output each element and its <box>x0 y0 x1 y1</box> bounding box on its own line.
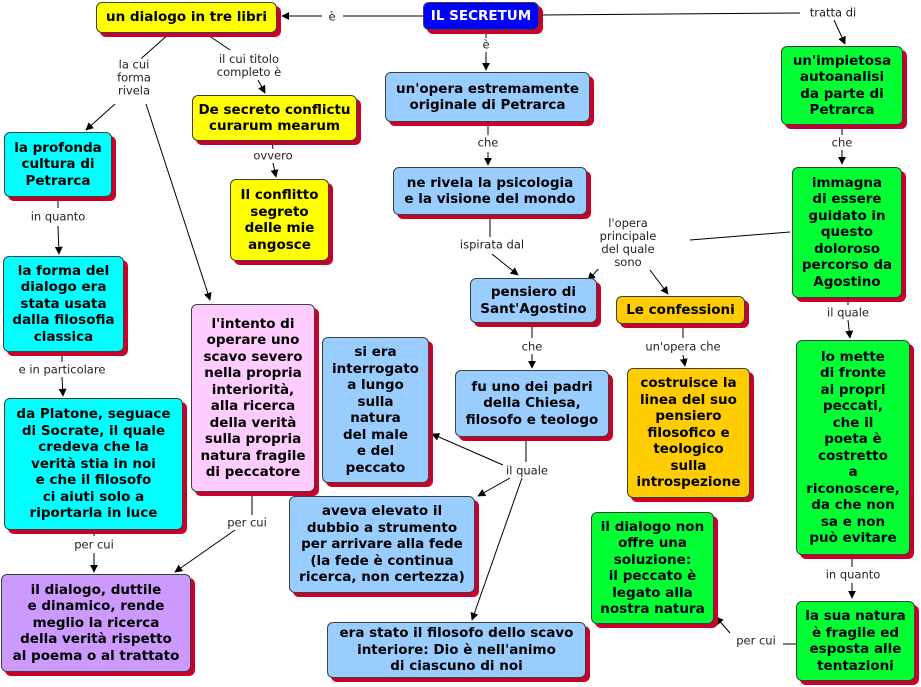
node-padri-chiesa[interactable]: fu uno dei padri della Chiesa, filosofo … <box>455 370 609 437</box>
node-scavo-interiore[interactable]: era stato il filosofo dello scavo interi… <box>327 622 586 678</box>
link-label-ovvero: ovvero <box>251 148 295 163</box>
link-line <box>470 477 523 621</box>
link-label-e: è <box>326 9 338 24</box>
link-label-titolo-completo: il cui titolo completo è <box>214 52 284 79</box>
node-platone[interactable]: da Platone, seguace di Socrate, il quale… <box>4 398 183 530</box>
link-label-in-quanto: in quanto <box>28 209 88 224</box>
link-line <box>431 433 504 466</box>
link-label-un-opera-che: un'opera che <box>643 339 723 354</box>
link-label-in-quanto: in quanto <box>823 567 883 582</box>
node-de-secreto[interactable]: De secreto conflictu curarum mearum <box>192 95 357 141</box>
link-label-e: è <box>480 37 492 52</box>
node-natura-fragile[interactable]: la sua natura è fragile ed esposta alle … <box>796 601 915 681</box>
node-agostino[interactable]: pensiero di Sant'Agostino <box>470 278 597 323</box>
link-line <box>271 140 274 150</box>
link-line <box>174 529 236 573</box>
node-confessioni[interactable]: Le confessioni <box>616 296 745 324</box>
node-il-secretum[interactable]: IL SECRETUM <box>423 2 539 30</box>
node-dubbio[interactable]: aveva elevato il dubbio a strumento per … <box>289 496 475 593</box>
node-introspezione[interactable]: costruisce la linea del suo pensiero fil… <box>627 368 750 498</box>
link-label-ispirata-dal: ispirata dal <box>457 237 527 252</box>
node-mette-fronte[interactable]: lo mette di fronte ai propri peccati, ch… <box>796 340 910 555</box>
link-label-che: che <box>829 135 855 150</box>
link-line <box>58 376 67 397</box>
link-line <box>539 12 801 16</box>
link-line <box>715 616 731 634</box>
node-opera-originale[interactable]: un'opera estremamente originale di Petra… <box>385 72 590 122</box>
link-line <box>257 79 266 94</box>
link-label-che: che <box>475 135 501 150</box>
link-label-per-cui: per cui <box>734 633 778 648</box>
link-label-il-quale: il quale <box>825 305 871 320</box>
link-label-e-in-particolare: e in particolare <box>16 362 108 377</box>
node-forma-dialogo[interactable]: la forma del dialogo era stata usata dal… <box>3 256 124 352</box>
node-psicologia[interactable]: ne rivela la psicologia e la visione del… <box>393 167 587 215</box>
link-line <box>491 253 519 276</box>
link-label-per-cui: per cui <box>225 515 269 530</box>
node-intento-operare[interactable]: l'intento di operare uno scavo severo ne… <box>191 304 315 492</box>
node-interrogato[interactable]: si era interrogato a lungo sulla natura … <box>322 337 429 483</box>
link-line <box>833 19 846 45</box>
link-line <box>85 103 116 131</box>
link-line <box>649 269 669 295</box>
link-line <box>477 477 511 497</box>
link-line <box>204 32 231 51</box>
link-line <box>145 103 212 301</box>
node-dialogo-non-offre[interactable]: il dialogo non offre una soluzione: il p… <box>591 512 714 624</box>
node-dialogo-duttile[interactable]: il dialogo, duttile e dinamico, rende me… <box>1 574 191 672</box>
node-immagina[interactable]: immagna di essere guidato in questo dolo… <box>792 167 902 298</box>
link-line <box>54 225 63 255</box>
link-label-per-cui: per cui <box>72 537 116 552</box>
link-line <box>689 231 791 241</box>
link-label-opera-principale: l'opera principale del quale sono <box>597 216 659 269</box>
link-line <box>679 354 688 367</box>
link-label-tratta-di: tratta di <box>807 5 859 20</box>
link-line <box>845 319 854 339</box>
link-label-che: che <box>519 339 545 354</box>
node-cultura-petrarca[interactable]: la profonda cultura di Petrarca <box>4 132 112 197</box>
link-label-il-quale: il quale <box>504 463 550 478</box>
node-conflitto-segreto[interactable]: Il conflitto segreto delle mie angosce <box>230 179 329 261</box>
node-autoanalisi[interactable]: un'impietosa autoanalisi da parte di Pet… <box>781 46 903 125</box>
node-dialogo-tre-libri[interactable]: un dialogo in tre libri <box>96 2 277 33</box>
link-line <box>270 162 279 178</box>
link-label-forma-rivela: la cui forma rivela <box>115 57 153 98</box>
